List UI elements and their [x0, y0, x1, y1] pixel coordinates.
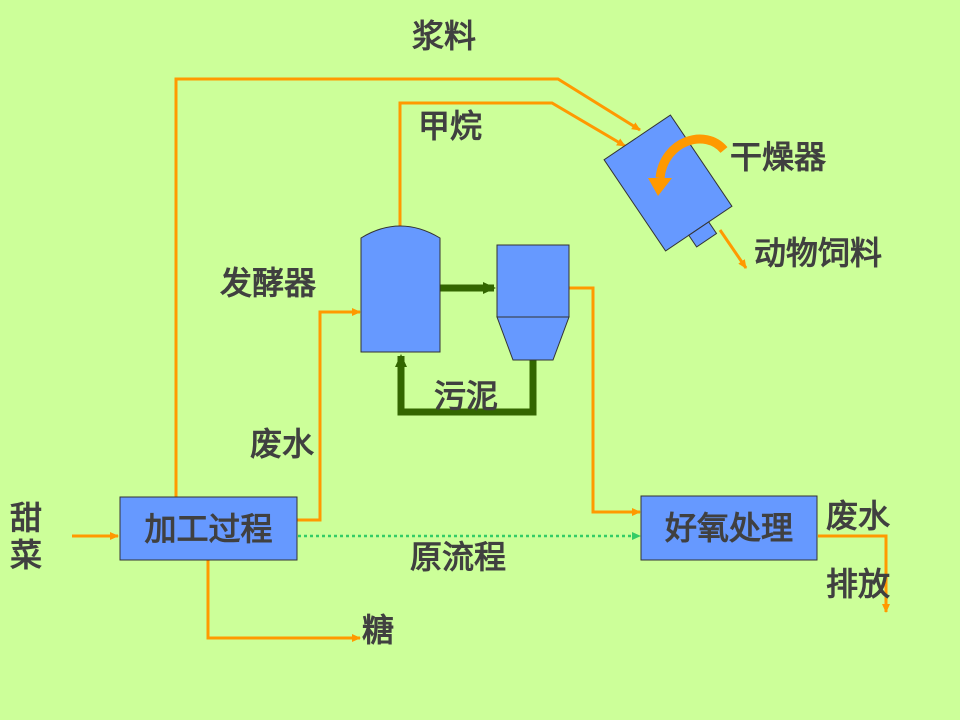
discharge-label: 排放: [826, 565, 891, 603]
aerobic-box-shape: [640, 495, 818, 561]
methane-flow-arrow: [398, 101, 626, 226]
animal-feed-label: 动物饲料: [754, 234, 883, 272]
wastewater-label: 废水: [250, 425, 315, 463]
clarifier-cone: [496, 316, 570, 361]
aerobic-treatment-box: 好氧处理: [664, 509, 793, 547]
processing-box-shape: [119, 496, 298, 561]
clarifier-tank: [496, 244, 570, 318]
beet-label: 甜 菜: [10, 499, 43, 574]
fermenter-vessel: [360, 225, 441, 353]
wastewater-to-fermenter-arrow: [297, 308, 361, 522]
dryer-drum: [603, 114, 733, 252]
sludge-label: 污泥: [434, 377, 499, 415]
clarifier-to-aerobic-arrow: [569, 286, 641, 516]
processing-box: 加工过程: [144, 509, 273, 548]
sludge-recycle-arrow: [395, 354, 537, 416]
feed-output-arrow: [718, 229, 748, 269]
discharge-arrow: [818, 534, 890, 613]
slurry-label: 浆料: [412, 17, 477, 55]
dryer-rotation-arrow: [655, 134, 728, 179]
sugar-output-arrow: [206, 560, 361, 642]
methane-label: 甲烷: [418, 107, 483, 145]
effluent-wastewater-label: 废水: [826, 497, 891, 535]
fermenter-label: 发酵器: [220, 264, 317, 302]
original-process-label: 原流程: [410, 538, 507, 576]
dryer-label: 干燥器: [730, 138, 827, 176]
sugar-label: 糖: [362, 611, 395, 649]
slurry-flow-arrow: [174, 77, 641, 497]
dryer-rotation-arrowhead: [648, 178, 672, 196]
